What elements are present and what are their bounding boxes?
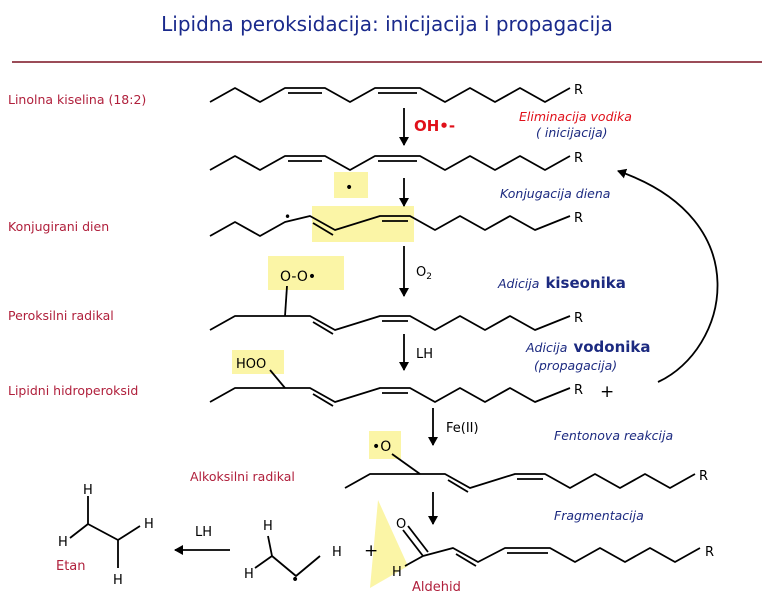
reagent-iron: Fe(II) xyxy=(446,421,479,436)
ethane-h-right xyxy=(117,525,141,541)
ethane-h-4: H xyxy=(113,573,123,588)
step-initiation: ( inicijacija) xyxy=(536,125,608,140)
ethyl-h-top: H xyxy=(263,519,273,534)
reaction-arrows xyxy=(174,108,438,555)
chain-alkoxyl xyxy=(344,473,696,489)
ethyl-radical-dot: • xyxy=(291,572,299,588)
hoo-highlight xyxy=(232,350,284,374)
double-bond-7a xyxy=(455,553,477,567)
chain-radical xyxy=(209,155,571,171)
peroxyl-highlight xyxy=(268,256,344,290)
r-group-5: R xyxy=(574,383,583,398)
ethane-h-1: H xyxy=(83,483,93,498)
aldehyde-highlight xyxy=(370,500,408,588)
reagent-oxygen-symbol: O xyxy=(416,265,426,280)
chain-hydroperoxide xyxy=(209,387,571,403)
step-hydrogen-prefix: Adicija xyxy=(525,340,567,355)
alkoxy-highlight xyxy=(369,431,401,459)
plus-sign-propagation: + xyxy=(600,382,614,402)
double-bond-5a xyxy=(312,393,334,407)
reagent-lh-2: LH xyxy=(195,525,212,540)
hoo-bond xyxy=(269,369,286,389)
propagation-return-arrow xyxy=(617,168,719,383)
diene-highlight xyxy=(312,206,414,242)
aldehyde-oxygen: O xyxy=(396,517,406,532)
plus-sign-fragments: + xyxy=(364,541,378,561)
step-oxygen-addition: Adicija kiseonika xyxy=(497,274,626,292)
alkoxy-group: •O xyxy=(372,439,391,455)
chain-peroxyl xyxy=(209,315,571,331)
r-group-6: R xyxy=(699,469,708,484)
peroxyl-group: O-O• xyxy=(280,269,316,285)
reagent-oxygen: O2 xyxy=(416,265,432,282)
radical-dot-1: • xyxy=(345,180,353,196)
radical-dot-diene: • xyxy=(284,210,291,224)
page-title: Lipidna peroksidacija: inicijacija i pro… xyxy=(161,12,613,36)
alkoxy-bond xyxy=(391,453,421,475)
reagent-oxygen-subscript: 2 xyxy=(426,272,432,282)
label-alkoxyl: Alkoksilni radikal xyxy=(190,469,295,484)
r-group-3: R xyxy=(574,211,583,226)
label-ethane: Etan xyxy=(56,559,86,574)
chain-linoleic xyxy=(209,87,571,103)
double-bond-3a xyxy=(312,222,334,236)
label-hydroperoxide: Lipidni hidroperoksid xyxy=(8,383,138,398)
step-hydrogen-addition: Adicija vodonika xyxy=(525,338,650,356)
aldehyde-hydrogen: H xyxy=(392,565,402,580)
peroxy-bond xyxy=(284,285,288,317)
step-fragmentation: Fragmentacija xyxy=(554,508,644,523)
step-conjugation: Konjugacija diena xyxy=(500,186,610,201)
step-fenton: Fentonova reakcija xyxy=(554,428,673,443)
step-oxygen-prefix: Adicija xyxy=(497,276,539,291)
r-group-1: R xyxy=(574,83,583,98)
radical-highlight-1 xyxy=(334,172,368,198)
label-aldehyde: Aldehid xyxy=(412,580,461,594)
r-group-4: R xyxy=(574,311,583,326)
r-group-2: R xyxy=(574,151,583,166)
chain-conjugated xyxy=(209,215,571,237)
carbonyl-double xyxy=(407,525,429,553)
step-oxygen-word: kiseonika xyxy=(545,274,625,292)
ethane-h-left xyxy=(69,523,89,539)
label-peroxyl: Peroksilni radikal xyxy=(8,308,114,323)
r-group-7: R xyxy=(705,545,714,560)
hoo-group: HOO xyxy=(236,357,266,372)
chain-aldehyde xyxy=(422,547,701,563)
step-hydrogen-word: vodonika xyxy=(573,338,650,356)
double-bond-4a xyxy=(312,321,334,335)
label-conjugated-diene: Konjugirani dien xyxy=(8,219,109,234)
chains xyxy=(69,87,719,577)
ethyl-h-bottom: H xyxy=(244,567,254,582)
reagent-lh-1: LH xyxy=(416,347,433,362)
aldehyde-h-bond xyxy=(404,555,424,567)
ethyl-h-left xyxy=(254,555,273,569)
ethyl-h-right: H xyxy=(332,545,342,560)
step-elimination: Eliminacija vodika xyxy=(519,109,632,124)
double-bond-6a xyxy=(447,479,469,493)
carbonyl-single xyxy=(402,529,424,557)
reagent-hydroxyl-radical: OH•- xyxy=(414,117,455,135)
step-propagation: (propagacija) xyxy=(534,358,617,373)
highlights xyxy=(232,172,414,588)
label-linoleic: Linolna kiselina (18:2) xyxy=(8,92,146,107)
ethyl-radical xyxy=(267,535,321,577)
ethane-h-2: H xyxy=(58,535,68,550)
ethane-h-3: H xyxy=(144,517,154,532)
ethane-skeleton xyxy=(87,496,119,568)
